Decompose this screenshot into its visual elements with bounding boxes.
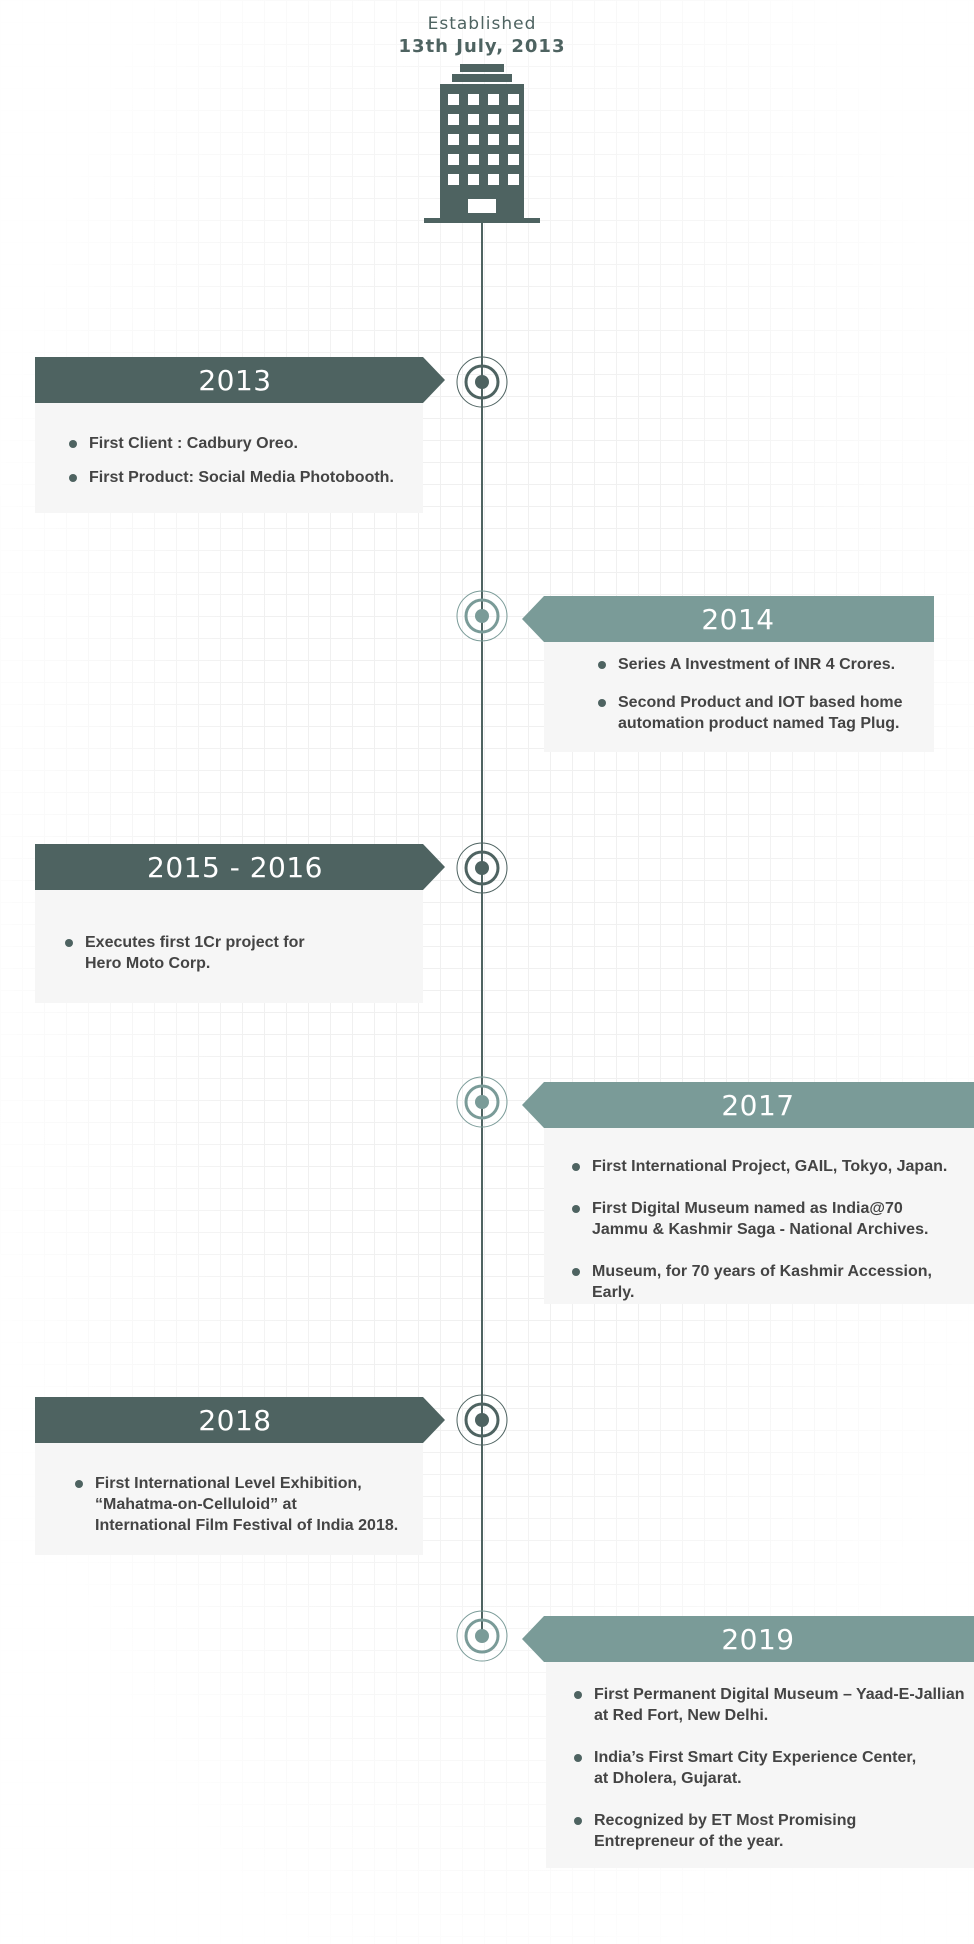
list-item: Series A Investment of INR 4 Crores.: [586, 654, 934, 675]
timeline-node-icon: [456, 1610, 508, 1662]
established-date: 13th July, 2013: [398, 36, 566, 57]
list-item: Recognized by ET Most Promising Entrepre…: [562, 1810, 974, 1852]
milestone-card-2014: Series A Investment of INR 4 Crores. Sec…: [544, 642, 934, 752]
list-item: First International Project, GAIL, Tokyo…: [560, 1156, 974, 1177]
milestone-card-2015-2016: Executes first 1Cr project for Hero Moto…: [35, 890, 423, 1003]
year-banner-2015-2016: 2015 - 2016: [35, 844, 445, 890]
timeline-node-icon: [456, 356, 508, 408]
established-label: Established: [427, 14, 537, 34]
year-banner-2017: 2017: [522, 1082, 974, 1128]
timeline-node-icon: [456, 1076, 508, 1128]
list-item: First Product: Social Media Photobooth.: [57, 467, 423, 488]
list-item: Second Product and IOT based home automa…: [586, 692, 934, 734]
year-banner-2013: 2013: [35, 357, 445, 403]
list-item: First International Level Exhibition, “M…: [63, 1473, 423, 1536]
milestone-card-2013: First Client : Cadbury Oreo. First Produ…: [35, 403, 423, 513]
year-banner-2014: 2014: [522, 596, 934, 642]
timeline-line: [481, 222, 483, 1634]
timeline-node-icon: [456, 590, 508, 642]
year-banner-2018: 2018: [35, 1397, 445, 1443]
timeline-node-icon: [456, 842, 508, 894]
list-item: India’s First Smart City Experience Cent…: [562, 1747, 974, 1789]
timeline-node-icon: [456, 1394, 508, 1446]
list-item: First Permanent Digital Museum – Yaad-E-…: [562, 1684, 974, 1726]
milestone-card-2017: First International Project, GAIL, Tokyo…: [544, 1128, 974, 1304]
list-item: First Digital Museum named as India@70 J…: [560, 1198, 974, 1240]
milestone-card-2018: First International Level Exhibition, “M…: [35, 1443, 423, 1555]
list-item: Executes first 1Cr project for Hero Moto…: [53, 932, 423, 974]
milestone-card-2019: First Permanent Digital Museum – Yaad-E-…: [546, 1662, 974, 1868]
list-item: First Client : Cadbury Oreo.: [57, 433, 423, 454]
building-icon: [424, 64, 540, 223]
list-item: Museum, for 70 years of Kashmir Accessio…: [560, 1261, 974, 1303]
year-banner-2019: 2019: [522, 1616, 974, 1662]
